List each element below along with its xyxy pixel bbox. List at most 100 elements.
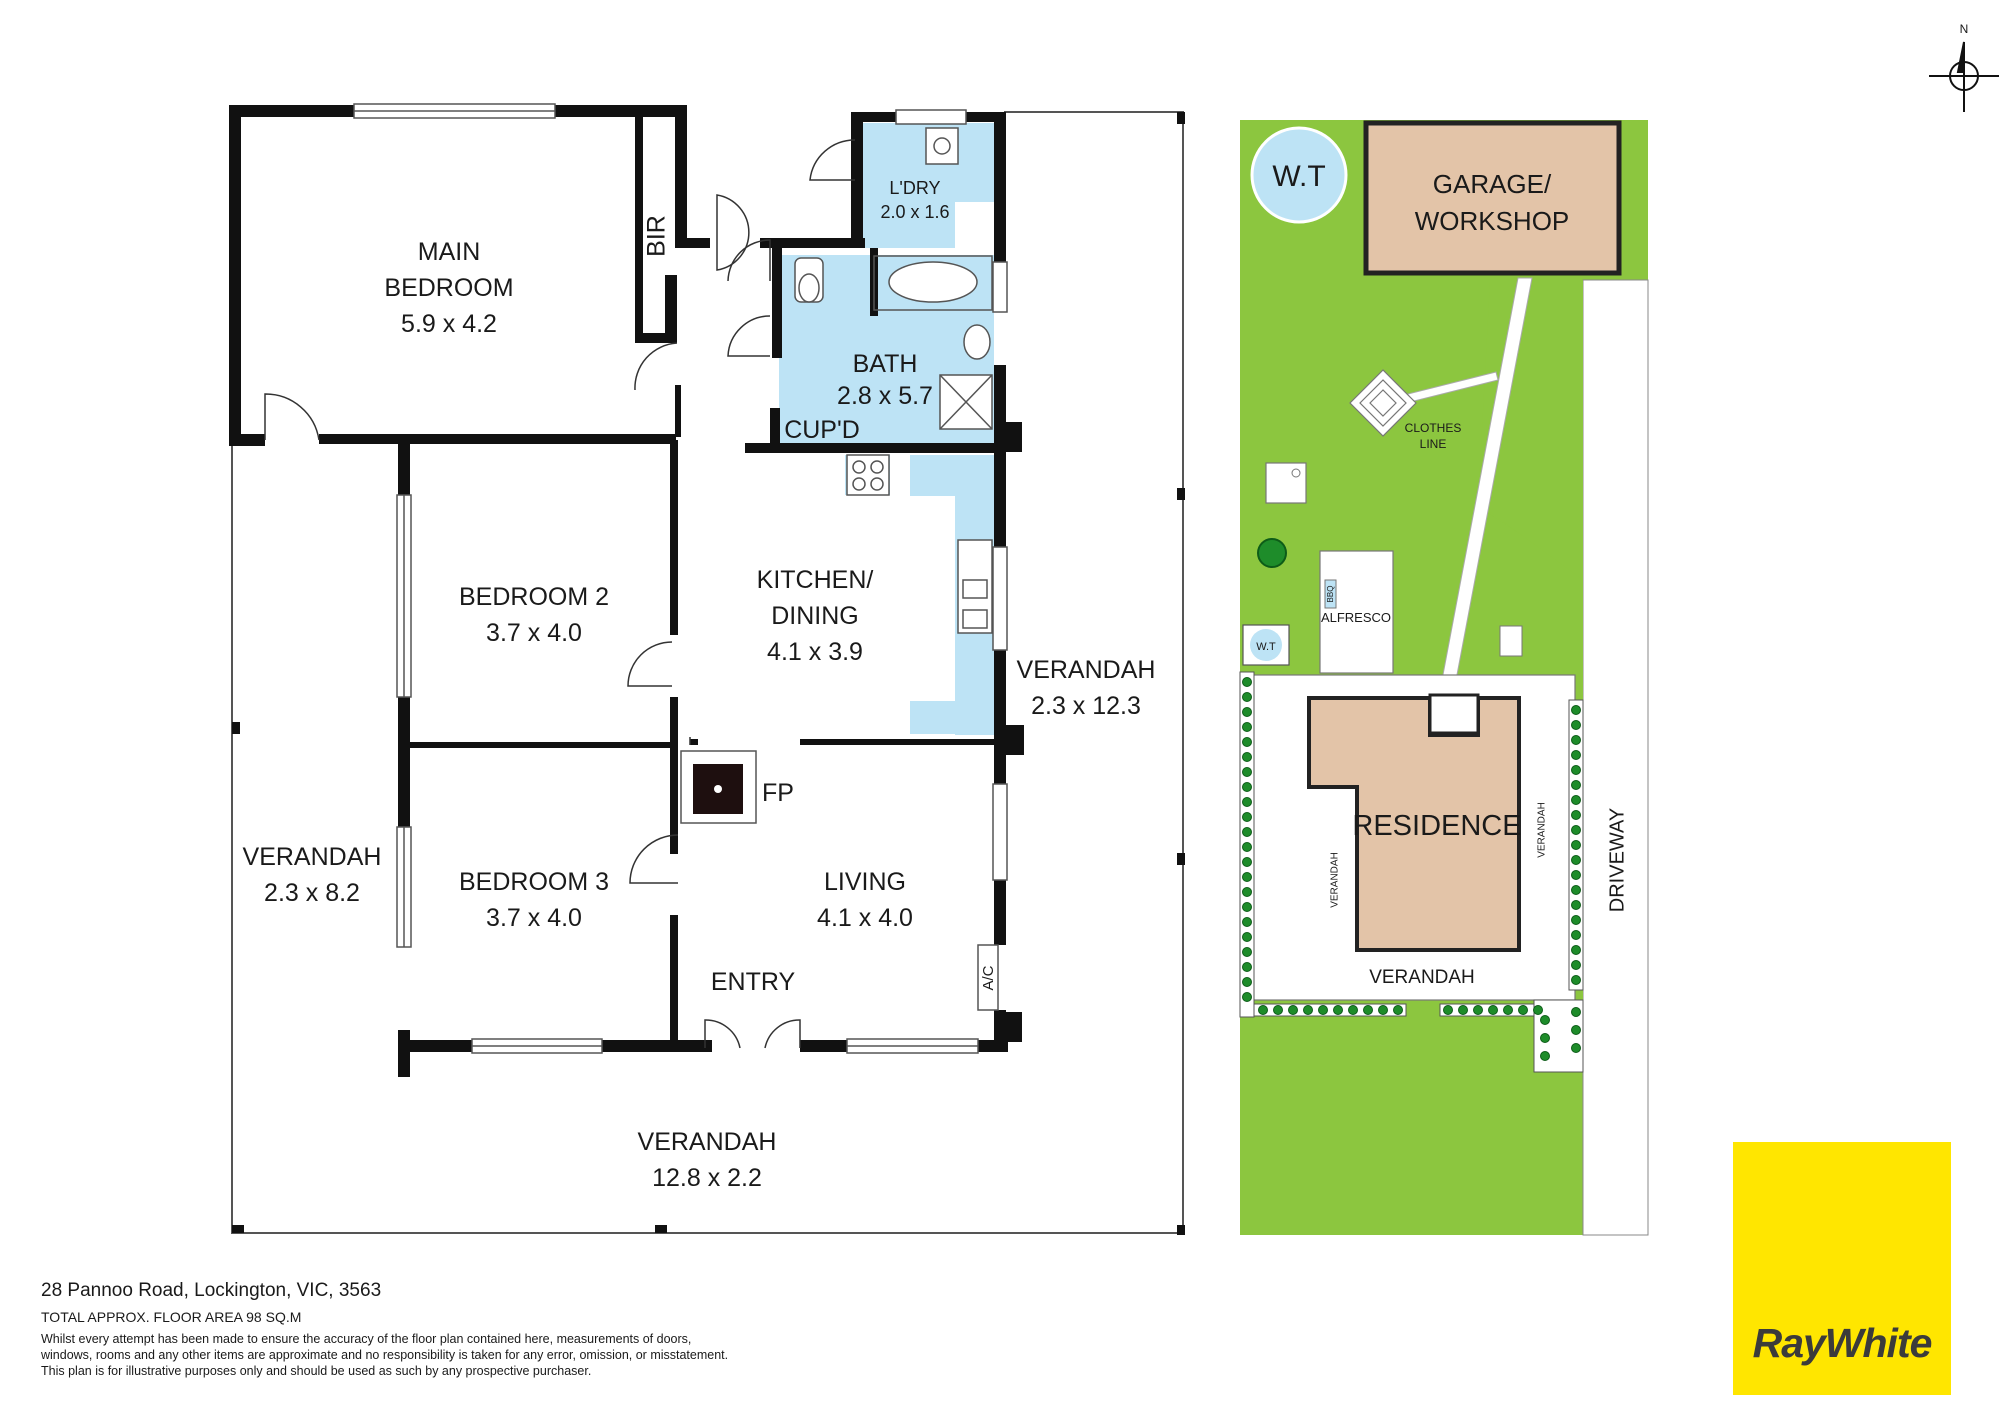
site-plan: W.T GARAGE/ WORKSHOP CLOTHES LINE BBQ AL… <box>1239 120 1649 1236</box>
hedge-shrub <box>1318 1005 1328 1015</box>
main-bedroom-size: 5.9 x 4.2 <box>401 310 497 338</box>
hedge-shrub <box>1242 737 1252 747</box>
hedge-shrub <box>1288 1005 1298 1015</box>
hedge-shrub <box>1518 1005 1528 1015</box>
hedges <box>1239 671 1584 1073</box>
hedge-shrub <box>1540 1015 1550 1025</box>
garage-label: WORKSHOP <box>1415 206 1570 236</box>
main-bedroom-label: MAIN <box>418 238 481 266</box>
hedge-shrub <box>1242 827 1252 837</box>
clothes-line-label: LINE <box>1420 437 1447 451</box>
kitchen-size: 4.1 x 3.9 <box>767 638 863 666</box>
hedge-shrub <box>1303 1005 1313 1015</box>
brand-name: RayWhite <box>1752 1320 1933 1366</box>
compass-icon <box>1929 41 1999 112</box>
clothes-line <box>1349 369 1417 437</box>
hedge-shrub <box>1242 707 1252 717</box>
hedge-shrub <box>1333 1005 1343 1015</box>
alfresco-label: ALFRESCO <box>1321 610 1391 625</box>
verandah-posts <box>232 112 1185 1235</box>
aircon-unit <box>977 944 999 1011</box>
hedge-shrub <box>1571 705 1581 715</box>
site-verandah-right-label: VERANDAH <box>1537 802 1548 858</box>
garage-workshop <box>1363 120 1622 276</box>
verandah-east-label: VERANDAH <box>1017 656 1156 684</box>
hedge-shrub <box>1458 1005 1468 1015</box>
hedge-shrub <box>1242 887 1252 897</box>
bedroom2-label: BEDROOM 2 <box>459 583 609 611</box>
bedroom2-size: 3.7 x 4.0 <box>486 619 582 647</box>
verandah-west-label: VERANDAH <box>243 843 382 871</box>
hedge-shrub <box>1348 1005 1358 1015</box>
laundry-label: L'DRY <box>889 178 940 198</box>
hedge-shrub <box>1273 1005 1283 1015</box>
hedge-shrub <box>1242 947 1252 957</box>
hedge-shrub <box>1443 1005 1453 1015</box>
hedge-shrub <box>1242 872 1252 882</box>
compass-north-label: N <box>1960 22 1969 36</box>
kitchen-label: DINING <box>771 602 859 630</box>
water-tank-small <box>1250 629 1282 661</box>
water-tank-small-label: W.T <box>1256 641 1276 653</box>
hedge-shrub <box>1571 795 1581 805</box>
hedge-shrub <box>1503 1005 1513 1015</box>
living-label: LIVING <box>824 868 906 896</box>
hedge-shrub <box>1242 992 1252 1002</box>
site-verandah-left-label: VERANDAH <box>1330 852 1341 908</box>
hedge-shrub <box>1571 780 1581 790</box>
hedge-shrub <box>1571 885 1581 895</box>
hedge-shrub <box>1242 692 1252 702</box>
verandah-west-size: 2.3 x 8.2 <box>264 879 360 907</box>
hedge-shrub <box>1571 915 1581 925</box>
hedge-shrub <box>1571 840 1581 850</box>
bathtub <box>888 261 978 303</box>
walls <box>229 105 1024 1077</box>
hedge-shrub <box>1393 1005 1403 1015</box>
disclaimer-line: windows, rooms and any other items are a… <box>41 1348 729 1362</box>
floor-area: TOTAL APPROX. FLOOR AREA 98 SQ.M <box>41 1309 302 1325</box>
hedge-shrub <box>1242 902 1252 912</box>
hedge-shrub <box>1378 1005 1388 1015</box>
cooktop <box>846 454 890 496</box>
clothes-line-label: CLOTHES <box>1405 421 1462 435</box>
hedge-shrub <box>1571 1043 1581 1053</box>
bbq-label: BBQ <box>1326 586 1335 603</box>
laundry-size: 2.0 x 1.6 <box>880 202 949 222</box>
hedge-shrub <box>1242 977 1252 987</box>
bath-label: BATH <box>853 350 918 378</box>
verandah-east-size: 2.3 x 12.3 <box>1031 692 1141 720</box>
hedge-shrub <box>1571 810 1581 820</box>
hedge-shrub <box>1571 870 1581 880</box>
garden-shed <box>1265 462 1307 504</box>
verandah-south-label: VERANDAH <box>638 1128 777 1156</box>
hedge-shrub <box>1571 900 1581 910</box>
hedge-shrub <box>1571 735 1581 745</box>
kitchen-label: KITCHEN/ <box>757 566 874 594</box>
hedge-shrub <box>1242 782 1252 792</box>
fireplace-label: FP <box>762 779 794 807</box>
hedge-shrub <box>1363 1005 1373 1015</box>
bedroom3-size: 3.7 x 4.0 <box>486 904 582 932</box>
verandah-south-size: 12.8 x 2.2 <box>652 1164 762 1192</box>
hedge-shrub <box>1540 1051 1550 1061</box>
hedge-shrub <box>1540 1033 1550 1043</box>
hedge-shrub <box>1242 917 1252 927</box>
hedge-shrub <box>1488 1005 1498 1015</box>
hedge-shrub <box>1571 960 1581 970</box>
water-tank-label: W.T <box>1272 160 1325 193</box>
driveway-label: DRIVEWAY <box>1606 808 1628 912</box>
raywhite-logo: RayWhite <box>1733 1142 1951 1395</box>
hedge-shrub <box>1242 677 1252 687</box>
hedge-shrub <box>1533 1005 1543 1015</box>
hedge-shrub <box>1571 825 1581 835</box>
hedge-shrub <box>1242 932 1252 942</box>
bir-label: BIR <box>643 215 671 257</box>
hedge-shrub <box>1571 855 1581 865</box>
entry-label: ENTRY <box>711 968 796 996</box>
room-labels: MAIN BEDROOM 5.9 x 4.2 BIR L'DRY 2.0 x 1… <box>243 178 1156 1192</box>
hedge-shrub <box>1242 962 1252 972</box>
main-bedroom-label: BEDROOM <box>384 274 513 302</box>
alfresco <box>1319 550 1394 674</box>
garage-label: GARAGE/ <box>1433 169 1552 199</box>
hedge-shrub <box>1242 842 1252 852</box>
